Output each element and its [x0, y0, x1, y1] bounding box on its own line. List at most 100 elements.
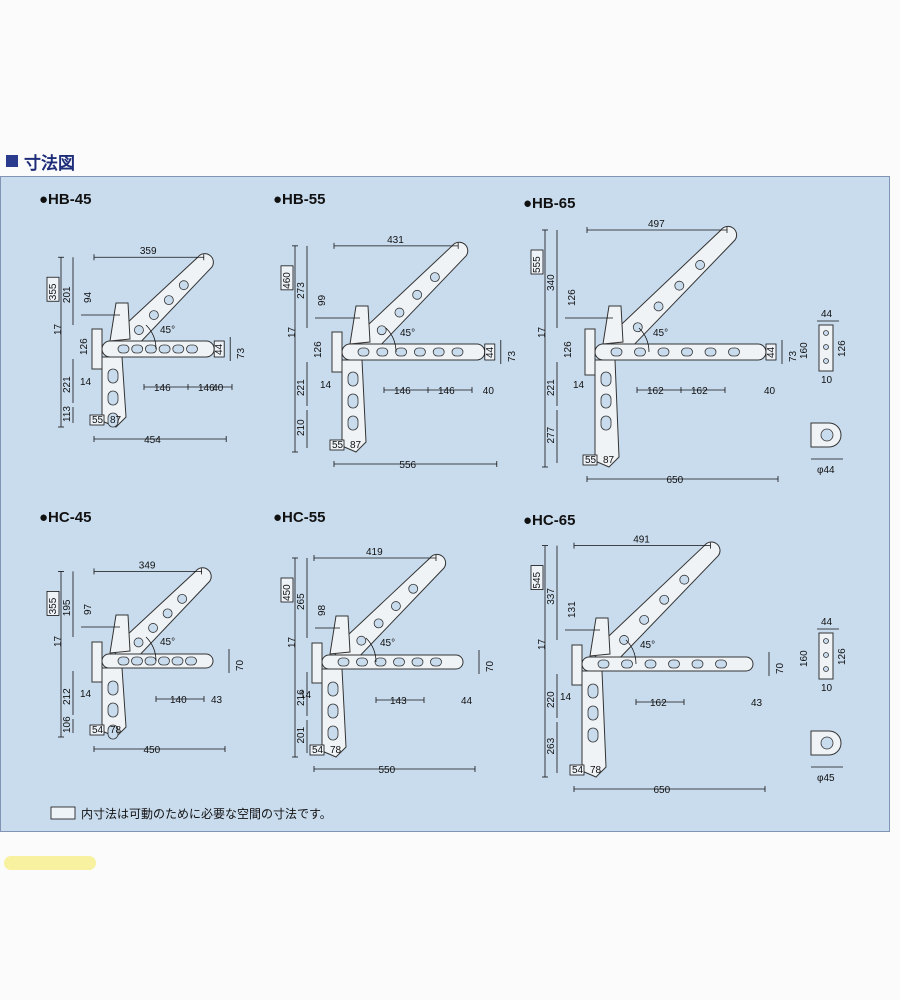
- inner-dimension-box: [89, 724, 105, 736]
- dim-spacing: 140: [170, 695, 187, 706]
- dim-end-height: 73: [507, 350, 518, 362]
- leg-hole: [327, 725, 339, 741]
- bar-hole: [144, 344, 157, 354]
- dim-spacing-2: 146: [198, 383, 215, 394]
- detail-inner: 126: [837, 340, 848, 357]
- bar-hole: [681, 347, 693, 357]
- bar-hole: [158, 344, 171, 354]
- angle-arc: [365, 637, 377, 663]
- inner-dimension-box: [329, 439, 345, 451]
- dim-arm-x: 94: [83, 291, 94, 303]
- inner-dimension-box: [309, 744, 325, 756]
- dim-left-small: 14: [300, 690, 312, 701]
- detail-width: 44: [821, 617, 833, 628]
- dim-spacing-2: 146: [438, 386, 455, 397]
- dim-arm-x: 98: [317, 604, 328, 616]
- dim-lower: 221: [62, 376, 73, 393]
- dim-spacing-1: 162: [647, 386, 664, 397]
- detail-diameter: φ45: [817, 773, 835, 784]
- inner-dimension-box: [213, 340, 225, 358]
- wall-bracket: [584, 328, 596, 376]
- bar-hole: [356, 657, 368, 667]
- plate-hole: [823, 638, 829, 644]
- dim-total-height: 450: [282, 584, 293, 601]
- dim-top-width: 419: [366, 547, 383, 558]
- arm-hole: [412, 289, 423, 300]
- model-label: ●HB-45: [39, 191, 91, 208]
- dim-spacing: 143: [390, 696, 407, 707]
- detail-height: 160: [799, 650, 810, 667]
- dim-bottom-height: 263: [546, 737, 557, 754]
- dim-top-width: 349: [139, 560, 156, 571]
- angle-label: 45°: [653, 328, 668, 339]
- bar-hole: [432, 347, 445, 357]
- leg-hole: [107, 412, 119, 428]
- dim-upper: 340: [546, 274, 557, 291]
- leg-hole: [347, 371, 359, 387]
- angle-arc: [638, 327, 650, 353]
- upper-stub: [349, 305, 371, 345]
- dim-upper: 265: [296, 593, 307, 610]
- dim-mid: 126: [313, 341, 324, 358]
- bar-hole: [728, 347, 740, 357]
- angle-arc: [145, 636, 157, 662]
- inner-dimension-box: [89, 414, 105, 426]
- wall-bracket: [91, 641, 103, 683]
- bar-hole: [451, 347, 464, 357]
- dim-base-a: 54: [92, 725, 104, 736]
- legend: 内寸法は可動のために必要な空間の寸法です。: [50, 806, 332, 821]
- arm-hole: [133, 637, 144, 648]
- bar-hole: [634, 347, 646, 357]
- dim-arm-x: 131: [567, 601, 578, 618]
- model-label: ●HB-65: [523, 195, 575, 212]
- inner-dimension-box: [46, 590, 60, 616]
- dim-total-height: 555: [532, 256, 543, 273]
- upper-stub: [109, 302, 131, 342]
- section-square-icon: [6, 155, 18, 167]
- dim-base-b: 78: [110, 725, 122, 736]
- dim-total-height: 545: [532, 571, 543, 588]
- angle-label: 45°: [160, 637, 175, 648]
- model-label: ●HC-55: [273, 509, 325, 526]
- dim-total-width: 556: [399, 460, 416, 471]
- arm-hole: [619, 635, 629, 645]
- bar-hole: [395, 347, 408, 357]
- arm-hole: [178, 280, 189, 291]
- dim-end-gap: 43: [211, 695, 223, 706]
- dim-base-b: 87: [110, 415, 122, 426]
- dim-top-width: 431: [387, 235, 404, 246]
- leg-hole: [107, 724, 119, 740]
- dim-total-height: 355: [48, 597, 59, 614]
- wall-bracket: [571, 644, 583, 686]
- plate-hole: [823, 358, 829, 364]
- bar-hole: [117, 656, 130, 666]
- detail-inner: 126: [837, 648, 848, 665]
- bar-hole: [704, 347, 717, 357]
- inner-dimension-box: [530, 565, 544, 591]
- arm-hole: [177, 593, 188, 604]
- upper-stub: [329, 615, 351, 655]
- bar-hole: [117, 344, 130, 354]
- dim-top-width: 491: [633, 535, 650, 546]
- dim-bottom-height: 201: [296, 726, 307, 743]
- dim-total-width: 450: [144, 745, 161, 756]
- dim-gap: 17: [537, 326, 548, 338]
- legend-text: 内寸法は可動のために必要な空間の寸法です。: [81, 807, 332, 821]
- dim-top-width: 497: [648, 219, 665, 230]
- bar-hole: [413, 347, 426, 357]
- dim-end-gap: 43: [751, 698, 763, 709]
- dim-left-small: 14: [560, 692, 572, 703]
- bar-hole: [131, 344, 144, 354]
- arm-hole: [695, 260, 705, 270]
- dim-spacing-1: 146: [394, 386, 411, 397]
- arm-hole: [639, 614, 650, 625]
- angle-label: 45°: [640, 640, 655, 651]
- leg-hole: [107, 390, 119, 406]
- dim-upper: 273: [296, 282, 307, 299]
- dim-end-height: 73: [236, 347, 247, 359]
- leg-hole: [107, 680, 119, 696]
- dim-base-a: 55: [92, 415, 104, 426]
